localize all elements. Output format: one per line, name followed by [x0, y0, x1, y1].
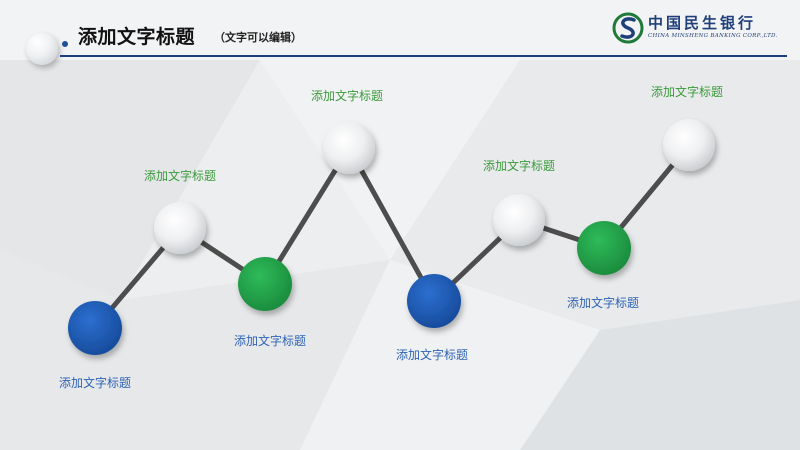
- node-circle-green: [577, 221, 631, 275]
- diagram-labels: 添加文字标题添加文字标题添加文字标题添加文字标题添加文字标题添加文字标题添加文字…: [59, 84, 723, 390]
- node-label: 添加文字标题: [396, 347, 468, 362]
- node-label: 添加文字标题: [234, 333, 306, 348]
- node-circle-white: [323, 122, 375, 174]
- diagram-nodes: [68, 119, 715, 355]
- header-bar: 添加文字标题 （文字可以编辑） 中国民生银行 CHINA MINSHENG BA…: [0, 0, 800, 65]
- node-circle-blue: [68, 301, 122, 355]
- node-label: 添加文字标题: [567, 295, 639, 310]
- bank-logo-en: CHINA MINSHENG BANKING CORP.,LTD.: [648, 33, 778, 39]
- node-circle-white: [663, 119, 715, 171]
- bank-logo-icon: [612, 12, 644, 44]
- bank-logo-cn: 中国民生银行: [648, 14, 757, 32]
- node-circle-blue: [407, 274, 461, 328]
- node-circle-green: [238, 257, 292, 311]
- page-subtitle: （文字可以编辑）: [214, 31, 302, 44]
- page-title: 添加文字标题: [78, 26, 196, 48]
- header-badge-dot: [62, 41, 68, 47]
- node-label: 添加文字标题: [311, 88, 383, 103]
- header-divider: [60, 55, 787, 57]
- node-circle-white: [493, 194, 545, 246]
- node-label: 添加文字标题: [483, 158, 555, 173]
- node-label: 添加文字标题: [651, 84, 723, 99]
- header-badge-circle: [26, 33, 58, 65]
- node-label: 添加文字标题: [59, 375, 131, 390]
- node-circle-white: [154, 202, 206, 254]
- node-label: 添加文字标题: [144, 168, 216, 183]
- bank-logo: 中国民生银行 CHINA MINSHENG BANKING CORP.,LTD.: [612, 10, 782, 46]
- connector-line: [346, 145, 437, 304]
